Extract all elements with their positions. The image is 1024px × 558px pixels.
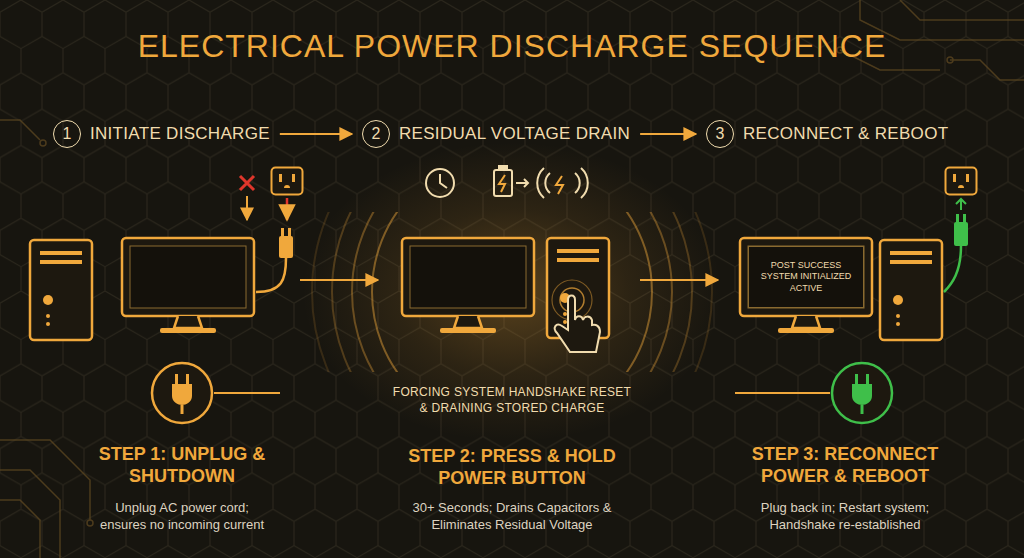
step1-computer (30, 168, 303, 341)
step-number: 1 (53, 120, 81, 148)
step-number: 2 (362, 120, 390, 148)
step-description: Unplug AC power cord; ensures no incomin… (92, 500, 272, 534)
diagram-title: ELECTRICAL POWER DISCHARGE SEQUENCE (0, 28, 1024, 65)
step1-computer-part (286, 198, 289, 220)
step3-computer (740, 168, 977, 341)
step-header: 3 RECONNECT & REBOOT (706, 120, 948, 148)
step-heading: STEP 1: UNPLUG & SHUTDOWN (67, 444, 297, 487)
step1-computer-part (279, 236, 293, 258)
drain-glow (302, 92, 722, 492)
step-title: RECONNECT & REBOOT (743, 124, 948, 144)
center-caption: FORCING SYSTEM HANDSHAKE RESET & DRAININ… (387, 384, 637, 416)
step2-icons-part (537, 168, 588, 198)
step3-computer-part (956, 199, 966, 210)
plug-badges-part (186, 374, 189, 384)
step-description: Plug back in; Restart system; Handshake … (740, 500, 950, 534)
plug-badges-part (214, 392, 280, 394)
step2-icons-part (556, 176, 563, 194)
plug-badges-part (175, 374, 178, 384)
step-title: INITIATE DISCHARGE (90, 124, 270, 144)
step3-computer-part (740, 238, 872, 333)
step3-computer-part (880, 240, 942, 340)
flow-arrows-part (640, 279, 718, 281)
step1-computer-part (246, 196, 248, 220)
step-header: 2 RESIDUAL VOLTAGE DRAIN (362, 120, 630, 148)
plug-badges-part (152, 363, 212, 423)
circuit-traces-part (947, 57, 953, 63)
step3-computer-part (963, 214, 966, 222)
step2-computer-part (402, 238, 534, 333)
step2-icons-part (499, 175, 505, 192)
circuit-traces-part (0, 500, 40, 558)
plug-badges-part (735, 392, 830, 394)
plug-badges-part (852, 384, 872, 405)
step2-computer-part (555, 296, 600, 353)
plug-badges-part (172, 384, 192, 405)
circuit-traces-part (40, 140, 46, 146)
drain-glow-part-part (372, 212, 652, 372)
circuit-traces-part (900, 0, 1024, 20)
plug-badges-part (832, 363, 892, 423)
step1-computer-part (30, 240, 92, 340)
step-header: 1 INITIATE DISCHARGE (53, 120, 270, 148)
step2-icons-part (545, 173, 579, 193)
plug-badges-part (181, 405, 184, 414)
step3-computer-part (946, 168, 977, 195)
step1-computer-part (272, 168, 303, 195)
screen-text: POST SUCCESS SYSTEM INITIALIZED ACTIVE (756, 260, 856, 294)
monitor-screen: POST SUCCESS SYSTEM INITIALIZED ACTIVE (748, 246, 864, 308)
step-heading: STEP 3: RECONNECT POWER & REBOOT (725, 444, 965, 487)
step1-computer-part (240, 176, 254, 190)
drain-glow-part-part (352, 212, 672, 372)
circuit-traces-part (0, 440, 90, 520)
step3-computer-part (954, 222, 968, 246)
step2-icons-part (494, 170, 512, 196)
step2-computer (402, 238, 609, 352)
step-title: RESIDUAL VOLTAGE DRAIN (399, 124, 630, 144)
step-description: 30+ Seconds; Drains Capacitors & Elimina… (402, 500, 622, 534)
plug-badges-part (861, 405, 864, 414)
circuit-traces-part (87, 520, 93, 526)
plug-badges-part (855, 374, 858, 384)
step1-computer-part (288, 228, 291, 236)
step3-computer-part (944, 246, 961, 292)
drain-glow-part (302, 142, 722, 442)
step2-icons (426, 166, 588, 198)
step1-computer-part (281, 228, 284, 236)
step-number: 3 (706, 120, 734, 148)
flow-arrow (280, 133, 352, 135)
drain-glow-part (312, 212, 712, 372)
step2-icons-part (440, 174, 447, 188)
drain-glow-part-part (312, 212, 712, 372)
step-heading: STEP 2: PRESS & HOLD POWER BUTTON (392, 446, 632, 489)
plug-badges-part (866, 374, 869, 384)
plug-badges (152, 363, 892, 423)
circuit-traces-part (0, 120, 40, 140)
step1-computer-part (122, 238, 254, 333)
flow-arrows-part (300, 279, 378, 281)
step2-icons-part (516, 179, 528, 187)
step3-computer-part (956, 214, 959, 222)
step2-icons-part (426, 169, 454, 197)
circuit-traces-part (0, 470, 60, 558)
circuit-traces-part (950, 60, 1024, 80)
flow-arrow (640, 133, 696, 135)
drain-glow-part-part (332, 212, 692, 372)
step1-computer-part (256, 258, 286, 292)
step2-icons-part (499, 166, 507, 170)
